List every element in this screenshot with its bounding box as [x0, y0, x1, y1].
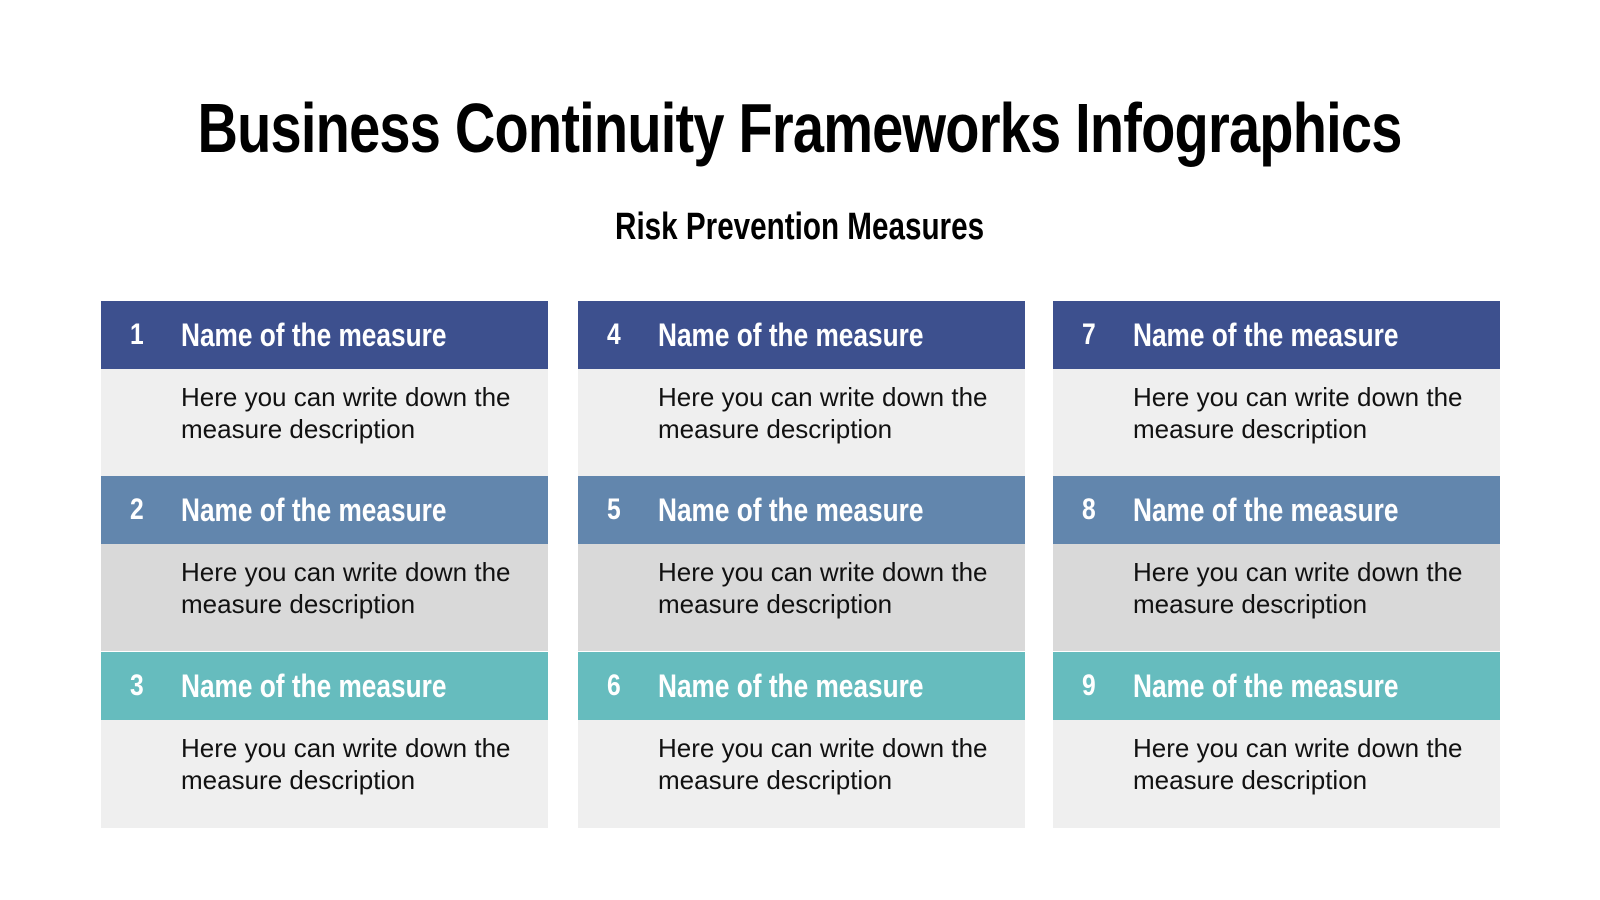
measure-description: Here you can write down the measure desc…: [1133, 382, 1463, 444]
measure-header: 3 Name of the measure: [101, 652, 548, 720]
measure-number: 1: [129, 318, 144, 351]
measure-body: Here you can write down the measure desc…: [1053, 369, 1500, 476]
measures-column-2: 4 Name of the measure Here you can write…: [578, 301, 1025, 828]
measure-card-7: 7 Name of the measure Here you can write…: [1053, 301, 1500, 476]
measure-number: 6: [606, 669, 621, 702]
measure-number: 3: [129, 669, 144, 702]
measure-description: Here you can write down the measure desc…: [181, 557, 511, 619]
measure-name: Name of the measure: [1133, 492, 1399, 528]
measure-header: 5 Name of the measure: [578, 476, 1025, 544]
measure-description: Here you can write down the measure desc…: [181, 733, 511, 795]
measure-name: Name of the measure: [1133, 317, 1399, 353]
measure-description: Here you can write down the measure desc…: [1133, 733, 1463, 795]
page-subtitle-text: Risk Prevention Measures: [615, 206, 985, 248]
measure-name: Name of the measure: [181, 317, 447, 353]
measure-name: Name of the measure: [1133, 668, 1399, 704]
measure-name: Name of the measure: [658, 668, 924, 704]
measure-header: 8 Name of the measure: [1053, 476, 1500, 544]
measure-description: Here you can write down the measure desc…: [658, 733, 988, 795]
measures-column-1: 1 Name of the measure Here you can write…: [101, 301, 548, 828]
measure-card-3: 3 Name of the measure Here you can write…: [101, 652, 548, 828]
measure-body: Here you can write down the measure desc…: [578, 369, 1025, 476]
measures-grid: 1 Name of the measure Here you can write…: [101, 301, 1500, 828]
measure-body: Here you can write down the measure desc…: [101, 369, 548, 476]
measure-body: Here you can write down the measure desc…: [1053, 544, 1500, 651]
page-title: Business Continuity Frameworks Infograph…: [0, 88, 1600, 168]
measure-name: Name of the measure: [181, 668, 447, 704]
measure-number: 5: [606, 493, 621, 526]
measure-header: 4 Name of the measure: [578, 301, 1025, 369]
measure-card-9: 9 Name of the measure Here you can write…: [1053, 652, 1500, 828]
measure-card-6: 6 Name of the measure Here you can write…: [578, 652, 1025, 828]
measures-column-3: 7 Name of the measure Here you can write…: [1053, 301, 1500, 828]
measure-description: Here you can write down the measure desc…: [181, 382, 511, 444]
page-title-text: Business Continuity Frameworks Infograph…: [197, 89, 1403, 167]
measure-name: Name of the measure: [658, 492, 924, 528]
measure-body: Here you can write down the measure desc…: [101, 544, 548, 651]
measure-number: 2: [129, 493, 144, 526]
measure-number: 7: [1081, 318, 1096, 351]
measure-card-2: 2 Name of the measure Here you can write…: [101, 476, 548, 651]
measure-card-4: 4 Name of the measure Here you can write…: [578, 301, 1025, 476]
measure-description: Here you can write down the measure desc…: [1133, 557, 1463, 619]
measure-header: 7 Name of the measure: [1053, 301, 1500, 369]
measure-number: 9: [1081, 669, 1096, 702]
measure-description: Here you can write down the measure desc…: [658, 382, 988, 444]
measure-header: 2 Name of the measure: [101, 476, 548, 544]
measure-header: 9 Name of the measure: [1053, 652, 1500, 720]
page-subtitle: Risk Prevention Measures: [0, 204, 1600, 250]
measure-card-8: 8 Name of the measure Here you can write…: [1053, 476, 1500, 651]
measure-header: 1 Name of the measure: [101, 301, 548, 369]
measure-body: Here you can write down the measure desc…: [578, 720, 1025, 828]
measure-number: 4: [606, 318, 621, 351]
measure-description: Here you can write down the measure desc…: [658, 557, 988, 619]
measure-body: Here you can write down the measure desc…: [101, 720, 548, 828]
measure-card-1: 1 Name of the measure Here you can write…: [101, 301, 548, 476]
measure-header: 6 Name of the measure: [578, 652, 1025, 720]
measure-number: 8: [1081, 493, 1096, 526]
measure-card-5: 5 Name of the measure Here you can write…: [578, 476, 1025, 651]
measure-name: Name of the measure: [181, 492, 447, 528]
measure-body: Here you can write down the measure desc…: [1053, 720, 1500, 828]
measure-body: Here you can write down the measure desc…: [578, 544, 1025, 651]
measure-name: Name of the measure: [658, 317, 924, 353]
